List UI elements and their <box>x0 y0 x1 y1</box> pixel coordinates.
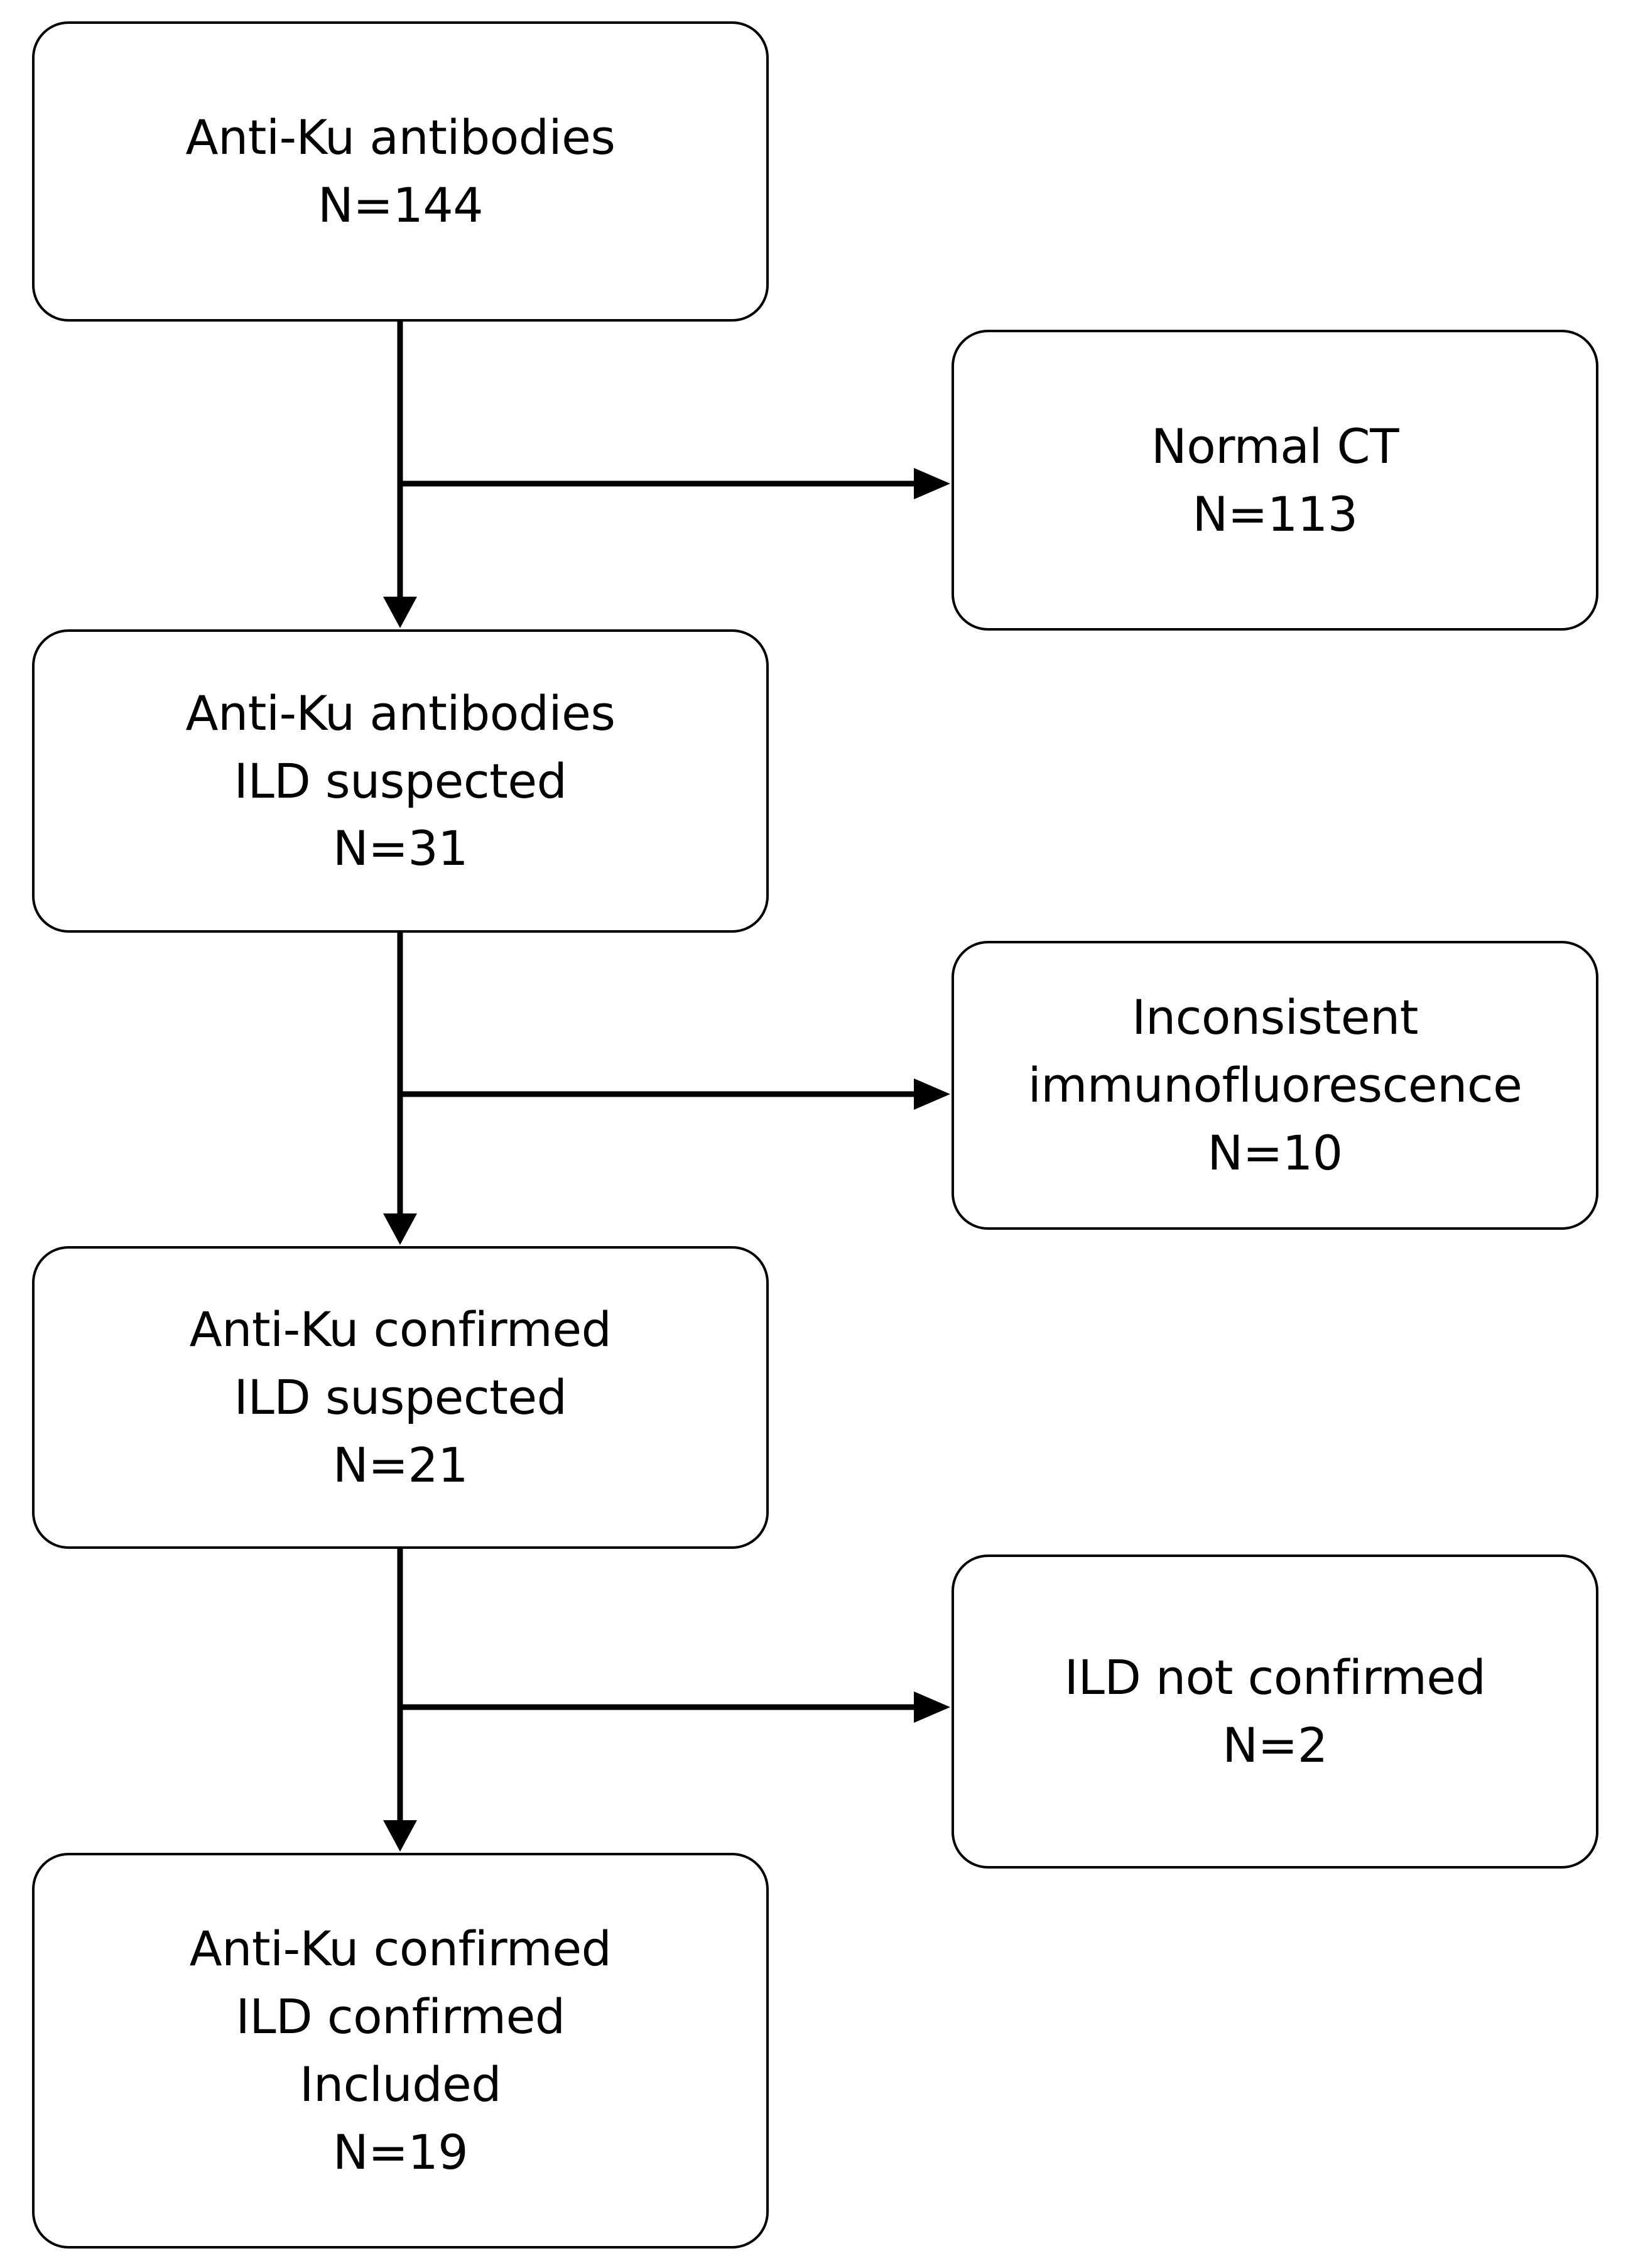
node-line: N=2 <box>1222 1717 1328 1773</box>
node-line: N=31 <box>332 820 469 877</box>
node-line: N=19 <box>332 2124 469 2180</box>
node-line: Anti-Ku antibodies <box>185 685 616 741</box>
node-anti-ku-confirmed-ild-suspected-21: Anti-Ku confirmed ILD suspected N=21 <box>32 1246 769 1549</box>
node-inconsistent-immunofluorescence-10: Inconsistent immunofluorescence N=10 <box>952 941 1598 1230</box>
node-line: Anti-Ku confirmed <box>189 1301 612 1358</box>
node-line: N=10 <box>1207 1124 1343 1181</box>
node-line: Included <box>300 2056 501 2112</box>
edge-n5-to-n6 <box>400 1691 950 1723</box>
node-line: Anti-Ku antibodies <box>185 109 616 166</box>
node-line: N=21 <box>332 1436 469 1493</box>
edge-n1-to-n2 <box>400 468 950 499</box>
node-line: Normal CT <box>1151 418 1399 474</box>
node-line: N=113 <box>1192 486 1358 542</box>
node-normal-ct-113: Normal CT N=113 <box>952 330 1598 631</box>
node-line: ILD confirmed <box>236 1989 565 2045</box>
node-line: N=144 <box>317 177 484 233</box>
node-anti-ku-antibodies-144: Anti-Ku antibodies N=144 <box>32 21 769 322</box>
node-ild-not-confirmed-2: ILD not confirmed N=2 <box>952 1555 1598 1869</box>
edge-n3-to-n4 <box>400 1078 950 1110</box>
node-anti-ku-confirmed-ild-confirmed-included-19: Anti-Ku confirmed ILD confirmed Included… <box>32 1853 769 2249</box>
node-line: Anti-Ku confirmed <box>189 1921 612 1977</box>
edge-n5-to-n7 <box>383 1549 417 1852</box>
edge-n1-to-n3 <box>383 322 417 628</box>
node-anti-ku-antibodies-ild-suspected-31: Anti-Ku antibodies ILD suspected N=31 <box>32 629 769 933</box>
node-line: ILD not confirmed <box>1064 1649 1486 1706</box>
node-line: Inconsistent <box>1132 989 1418 1046</box>
edge-n3-to-n5 <box>383 933 417 1245</box>
node-line: ILD suspected <box>234 1369 567 1426</box>
node-line: ILD suspected <box>234 752 567 809</box>
node-line: immunofluorescence <box>1028 1057 1522 1114</box>
